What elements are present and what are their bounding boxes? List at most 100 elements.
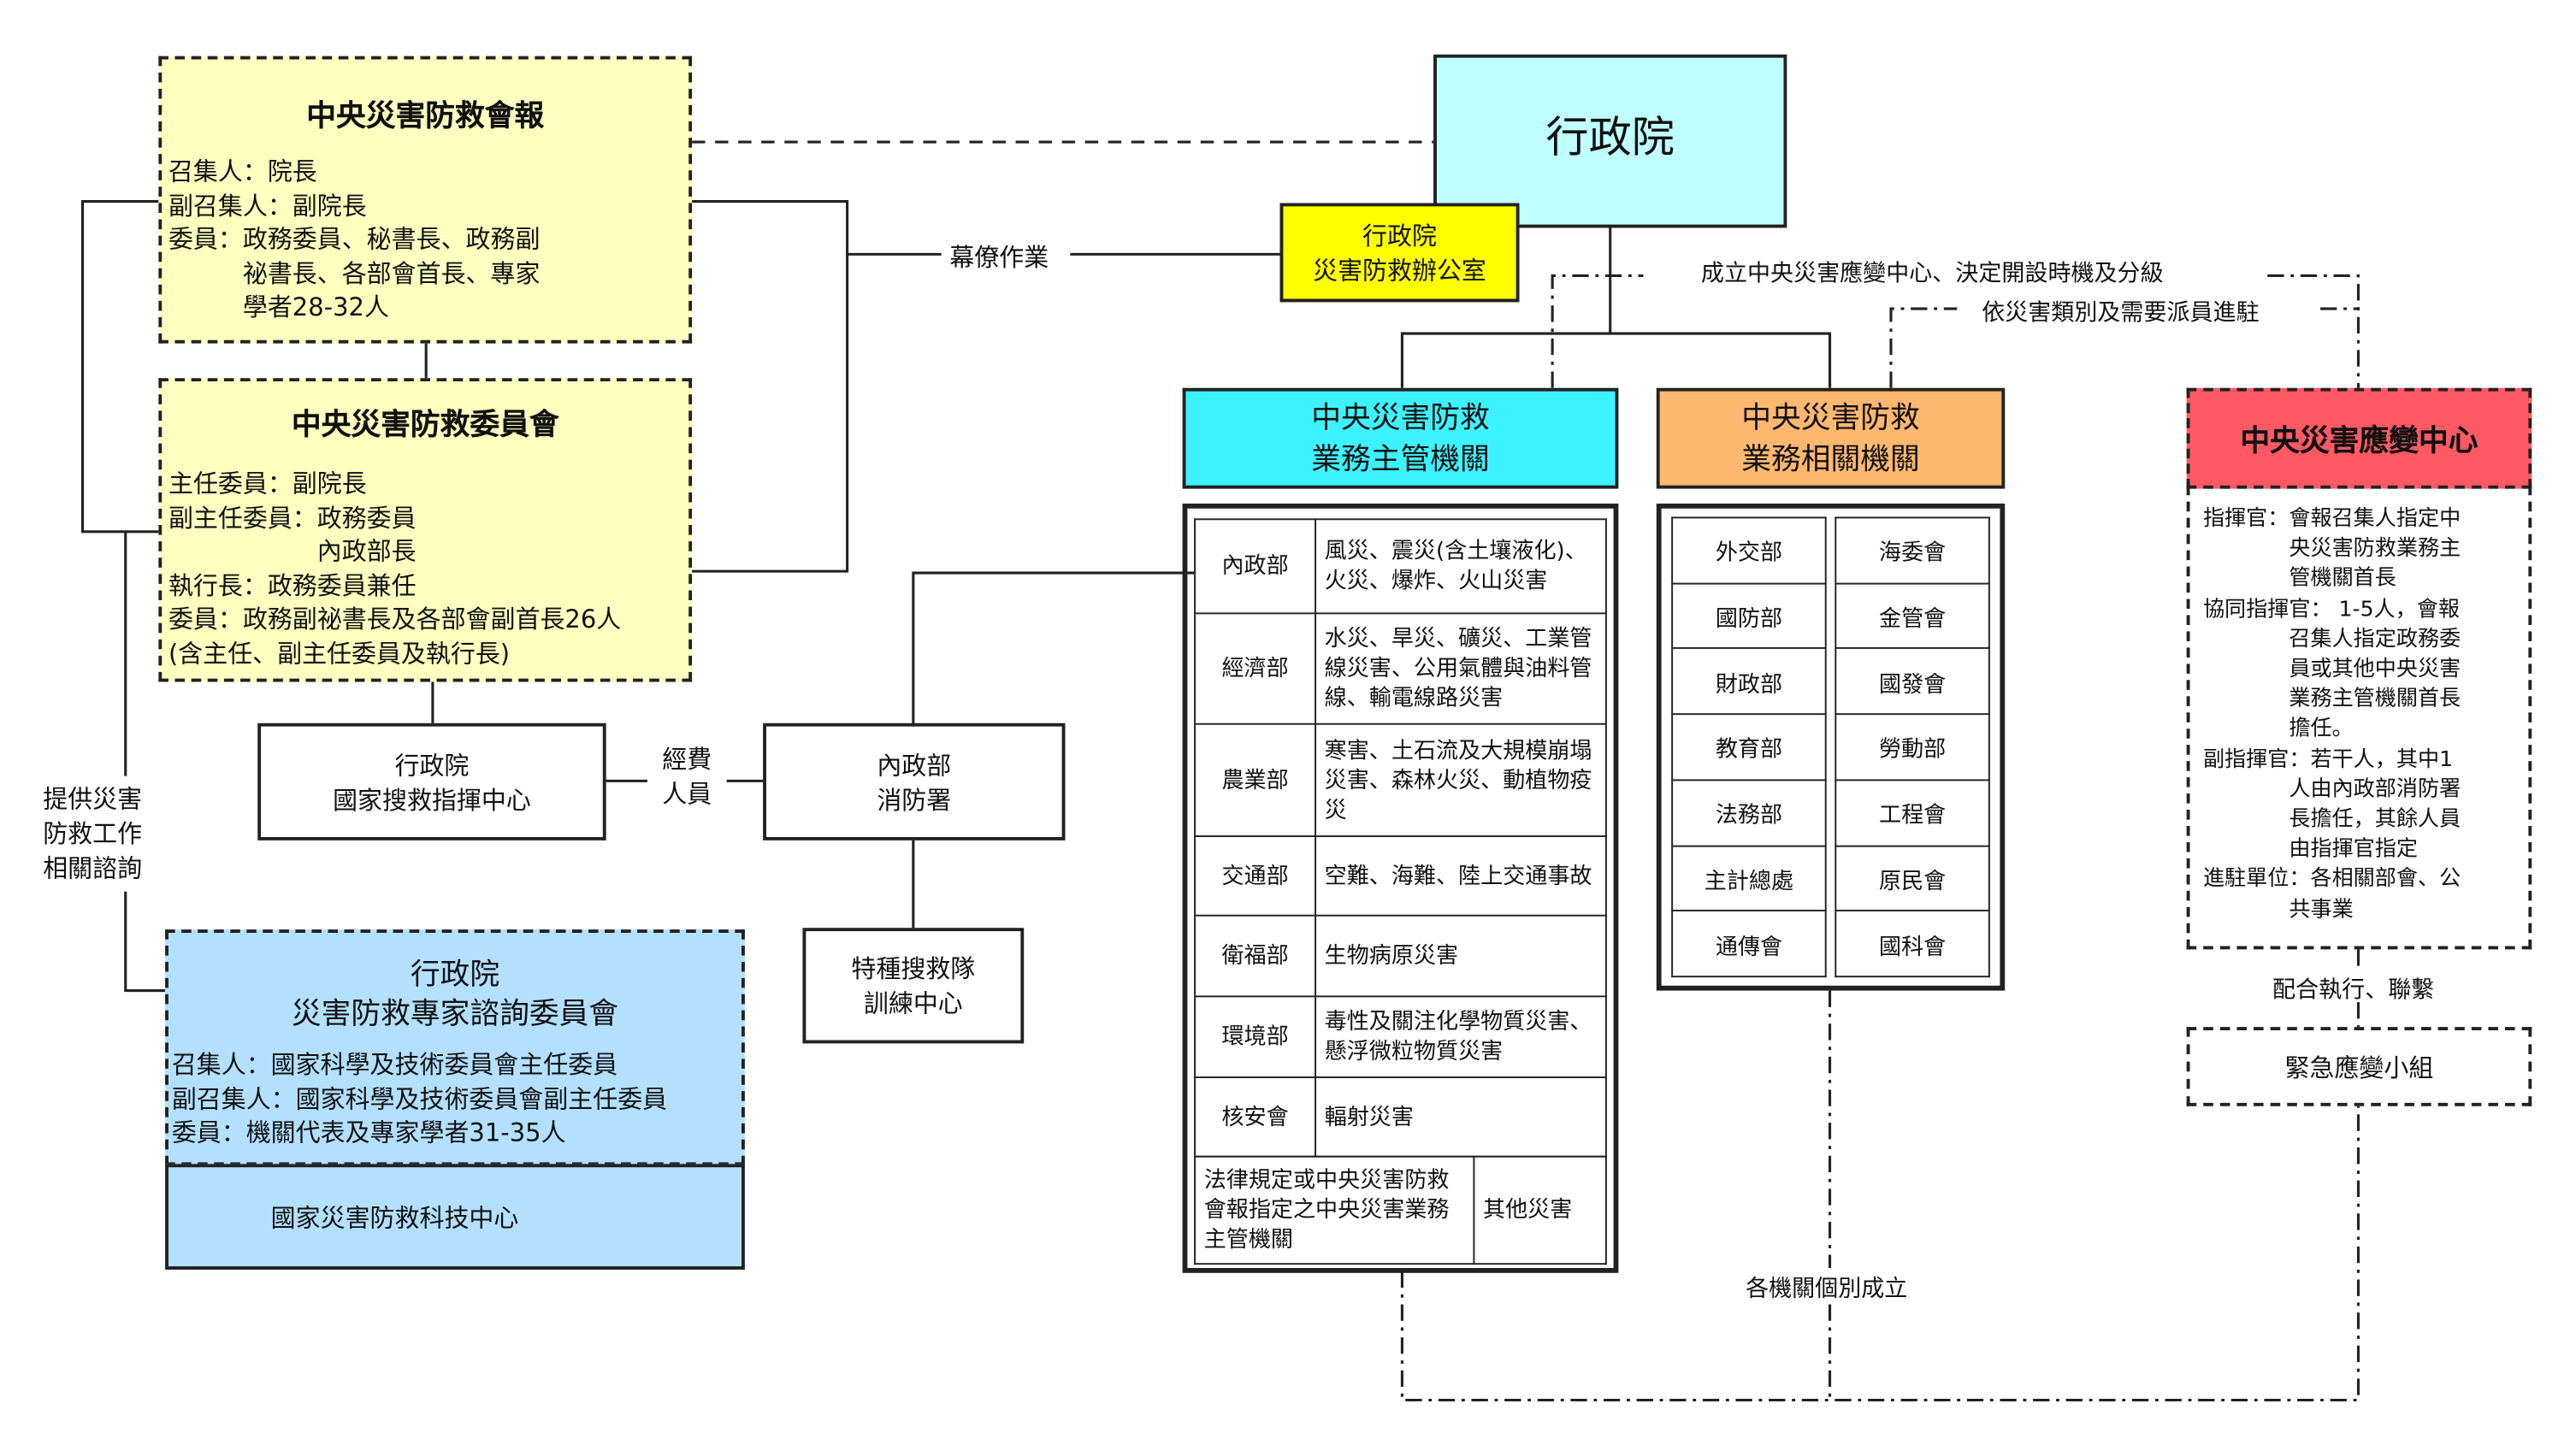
expert-committee-box: 行政院 災害防救專家諮詢委員會 召集人：國家科學及技術委員會主任委員 副召集人：… xyxy=(165,929,745,1166)
table-row: 主計總處 xyxy=(1671,844,1827,912)
table-row: 金管會 xyxy=(1835,582,1990,650)
expert-line: 副召集人：國家科學及技術委員會副主任委員 xyxy=(171,1083,668,1114)
eoc-line: 副指揮官：若干人，其中1 xyxy=(2202,747,2454,772)
rescue-line1: 行政院 xyxy=(394,750,470,781)
related-agency-header: 中央災害防救 業務相關機關 xyxy=(1656,387,2006,489)
agency-cell: 原民會 xyxy=(1835,844,1990,912)
dept-cell: 農業部 xyxy=(1194,722,1317,838)
council-line: 祕書長、各部會首長、專家 xyxy=(168,258,541,288)
duty-cell: 風災、震災(含土壤液化)、火災、爆炸、火山災害 xyxy=(1315,518,1607,615)
table-row: 環境部毒性及關注化學物質災害、懸浮微粒物質災害 xyxy=(1194,995,1607,1078)
committee-line: 副主任委員：政務委員 xyxy=(168,502,417,533)
consult-line: 相關諮詢 xyxy=(43,853,143,884)
fire-agency-box: 內政部 消防署 xyxy=(763,722,1066,840)
agency-cell: 外交部 xyxy=(1671,516,1827,584)
dept-cell: 內政部 xyxy=(1194,518,1317,615)
table-row: 國防部 xyxy=(1671,582,1827,650)
agency-cell: 金管會 xyxy=(1835,582,1990,650)
eoc-line: 指揮官：會報召集人指定中 xyxy=(2202,506,2461,532)
agency-cell: 通傳會 xyxy=(1671,910,1827,978)
personnel-label: 人員 xyxy=(662,779,712,810)
central-disaster-committee-box: 中央災害防救委員會 主任委員：副院長 副主任委員：政務委員 內政部長 執行長：政… xyxy=(158,378,693,682)
agency-cell: 法務部 xyxy=(1671,779,1827,846)
duty-cell: 水災、旱災、礦災、工業管線災害、公用氣體與油料管線、輸電線路災害 xyxy=(1315,612,1607,725)
related-right-column: 海委會金管會國發會勞動部工程會原民會國科會 xyxy=(1835,516,1990,978)
eoc-line: 共事業 xyxy=(2202,897,2354,923)
funding-personnel-label: 經費 人員 xyxy=(647,743,727,812)
funding-label: 經費 xyxy=(662,744,712,775)
related-title1: 中央災害防救 xyxy=(1741,400,1920,435)
competent-title2: 業務主管機關 xyxy=(1311,441,1490,477)
related-left-column: 外交部國防部財政部教育部法務部主計總處通傳會 xyxy=(1671,516,1827,978)
ncdr-box: 國家災害防救科技中心 xyxy=(165,1164,745,1270)
agency-cell: 教育部 xyxy=(1671,713,1827,781)
each-agency-label: 各機關個別成立 xyxy=(1746,1276,1908,1303)
disaster-office-box: 行政院 災害防救辦公室 xyxy=(1279,203,1520,303)
committee-line: 內政部長 xyxy=(168,536,417,567)
competent-title1: 中央災害防救 xyxy=(1311,400,1490,435)
national-rescue-center-box: 行政院 國家搜救指揮中心 xyxy=(257,722,606,840)
agency-cell: 國發會 xyxy=(1835,647,1990,716)
eoc-line: 央災害防救業務主 xyxy=(2202,536,2461,562)
duty-cell: 輻射災害 xyxy=(1315,1076,1607,1158)
training-line1: 特種搜救隊 xyxy=(851,954,976,984)
dept-cell: 環境部 xyxy=(1194,995,1317,1078)
emergency-team-box: 緊急應變小組 xyxy=(2186,1027,2532,1106)
table-row: 衛福部生物病原災害 xyxy=(1194,914,1607,998)
table-row: 通傳會 xyxy=(1671,910,1827,978)
eoc-line: 人由內政部消防署 xyxy=(2202,777,2461,803)
expert-title1: 行政院 xyxy=(410,957,500,993)
expert-line: 召集人：國家科學及技術委員會主任委員 xyxy=(171,1050,618,1080)
eoc-setup-label: 成立中央災害應變中心、決定開設時機及分級 xyxy=(1700,261,2164,287)
other-disaster-cell: 其他災害 xyxy=(1473,1154,1607,1265)
agency-cell: 勞動部 xyxy=(1835,713,1990,781)
council-line: 學者28-32人 xyxy=(168,292,389,322)
agency-cell: 國科會 xyxy=(1835,910,1990,978)
council-line: 副召集人：副院長 xyxy=(168,191,367,221)
training-line2: 訓練中心 xyxy=(863,988,963,1019)
committee-line: 委員：政務副祕書長及各部會副首長26人 xyxy=(168,604,622,634)
agency-cell: 財政部 xyxy=(1671,647,1827,716)
competent-authority-table-box: 內政部風災、震災(含土壤液化)、火災、爆炸、火山災害經濟部水災、旱災、礦災、工業… xyxy=(1182,503,1619,1273)
table-row: 核安會輻射災害 xyxy=(1194,1076,1607,1158)
office-line1: 行政院 xyxy=(1362,221,1437,251)
duty-cell: 空難、海難、陸上交通事故 xyxy=(1315,835,1607,917)
dept-cell: 交通部 xyxy=(1194,835,1317,917)
table-row: 國發會 xyxy=(1835,647,1990,716)
dept-cell: 核安會 xyxy=(1194,1076,1317,1158)
table-row: 農業部寒害、土石流及大規模崩塌災害、森林火災、動植物疫災 xyxy=(1194,722,1607,838)
table-row: 原民會 xyxy=(1835,844,1990,912)
staff-work-label: 幕僚作業 xyxy=(949,242,1049,273)
eoc-details-box: 指揮官：會報召集人指定中 央災害防救業務主 管機關首長協同指揮官： 1-5人，會… xyxy=(2186,485,2532,950)
agency-cell: 海委會 xyxy=(1835,516,1990,584)
expert-title2: 災害防救專家諮詢委員會 xyxy=(291,997,619,1032)
fire-line2: 消防署 xyxy=(877,785,952,815)
council-line: 召集人：院長 xyxy=(168,156,317,187)
related-title2: 業務相關機關 xyxy=(1741,441,1920,477)
council-title: 中央災害防救會報 xyxy=(306,98,545,134)
office-line2: 災害防救辦公室 xyxy=(1313,256,1486,286)
table-row: 外交部 xyxy=(1671,516,1827,584)
eoc-line: 長擔任，其餘人員 xyxy=(2202,807,2461,833)
eoc-line: 進駐單位：各相關部會、公 xyxy=(2202,867,2461,893)
council-line: 委員：政務委員、秘書長、政務副 xyxy=(168,224,541,255)
fire-line1: 內政部 xyxy=(877,750,952,781)
duty-cell: 生物病原災害 xyxy=(1315,914,1607,998)
duty-cell: 寒害、土石流及大規模崩塌災害、森林火災、動植物疫災 xyxy=(1315,722,1607,838)
rescue-line2: 國家搜救指揮中心 xyxy=(333,785,531,815)
table-row: 經濟部水災、旱災、礦災、工業管線災害、公用氣體與油料管線、輸電線路災害 xyxy=(1194,612,1607,725)
eoc-line: 召集人指定政務委 xyxy=(2202,627,2461,652)
committee-line: 主任委員：副院長 xyxy=(168,469,367,499)
dept-cell: 經濟部 xyxy=(1194,612,1317,725)
eoc-line: 協同指揮官： 1-5人，會報 xyxy=(2202,597,2460,622)
committee-line: (含主任、副主任委員及執行長) xyxy=(168,638,511,669)
eoc-header: 中央災害應變中心 xyxy=(2186,387,2532,489)
table-row: 教育部 xyxy=(1671,713,1827,781)
table-row: 交通部空難、海難、陸上交通事故 xyxy=(1194,835,1607,917)
table-row: 法律規定或中央災害防救會報指定之中央災害業務主管機關 其他災害 xyxy=(1194,1154,1607,1265)
coordinate-label: 配合執行、聯繫 xyxy=(2272,977,2435,1005)
related-agency-box: 外交部國防部財政部教育部法務部主計總處通傳會 海委會金管會國發會勞動部工程會原民… xyxy=(1656,503,2006,991)
table-row: 財政部 xyxy=(1671,647,1827,716)
agency-cell: 主計總處 xyxy=(1671,844,1827,912)
central-disaster-council-box: 中央災害防救會報 召集人：院長 副召集人：副院長 委員：政務委員、秘書長、政務副… xyxy=(158,56,693,344)
